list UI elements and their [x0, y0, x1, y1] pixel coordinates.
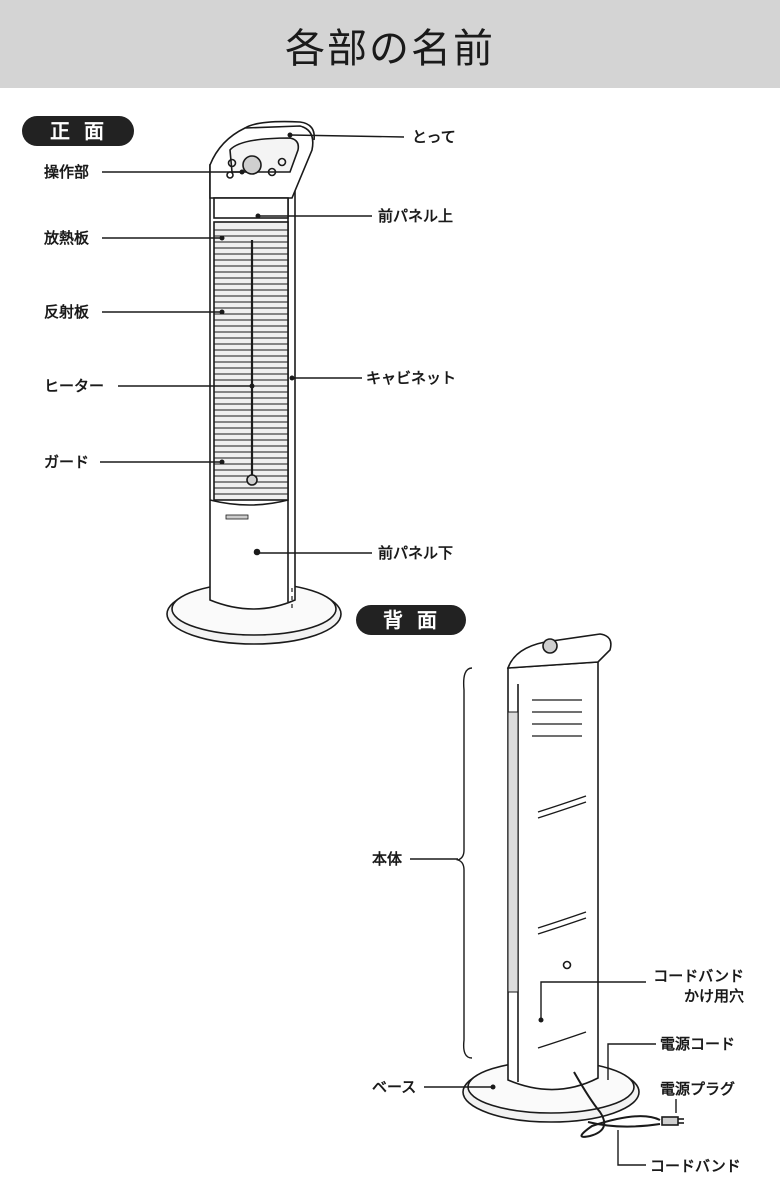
- label-base: ベース: [372, 1078, 417, 1096]
- page-title: 各部の名前: [285, 26, 495, 72]
- label-power-plug: 電源プラグ: [660, 1080, 736, 1098]
- label-guard: ガード: [44, 453, 90, 471]
- main-body-bracket: [455, 667, 473, 1059]
- label-heater: ヒーター: [44, 377, 105, 395]
- label-cord-band-hole-line2: かけ用穴: [683, 987, 744, 1005]
- label-cord-band-hole-line1: コードバンド: [653, 967, 744, 985]
- label-cabinet: キャビネット: [366, 369, 457, 387]
- front-leader-dots: [219, 132, 295, 465]
- front-heater-drawing: [166, 120, 342, 645]
- header-bar: 各部の名前: [0, 0, 780, 88]
- label-main-body: 本体: [372, 850, 403, 868]
- front-view-badge: 正面: [22, 116, 134, 146]
- front-leader-lines: [100, 134, 405, 554]
- label-front-panel-lower: 前パネル下: [378, 544, 454, 562]
- label-power-cord: 電源コード: [660, 1035, 736, 1053]
- back-heater-drawing: [462, 633, 684, 1138]
- back-leader-dots: [490, 1017, 544, 1090]
- label-cord-band: コードバンド: [650, 1157, 741, 1175]
- back-view-badge: 背面: [356, 605, 466, 635]
- label-front-panel-upper: 前パネル上: [378, 207, 454, 225]
- label-control-panel: 操作部: [44, 163, 90, 181]
- label-reflector: 反射板: [44, 303, 90, 321]
- label-heat-dissipation-plate: 放熱板: [44, 229, 90, 247]
- label-handle: とって: [412, 128, 456, 146]
- back-leader-lines: [410, 858, 677, 1166]
